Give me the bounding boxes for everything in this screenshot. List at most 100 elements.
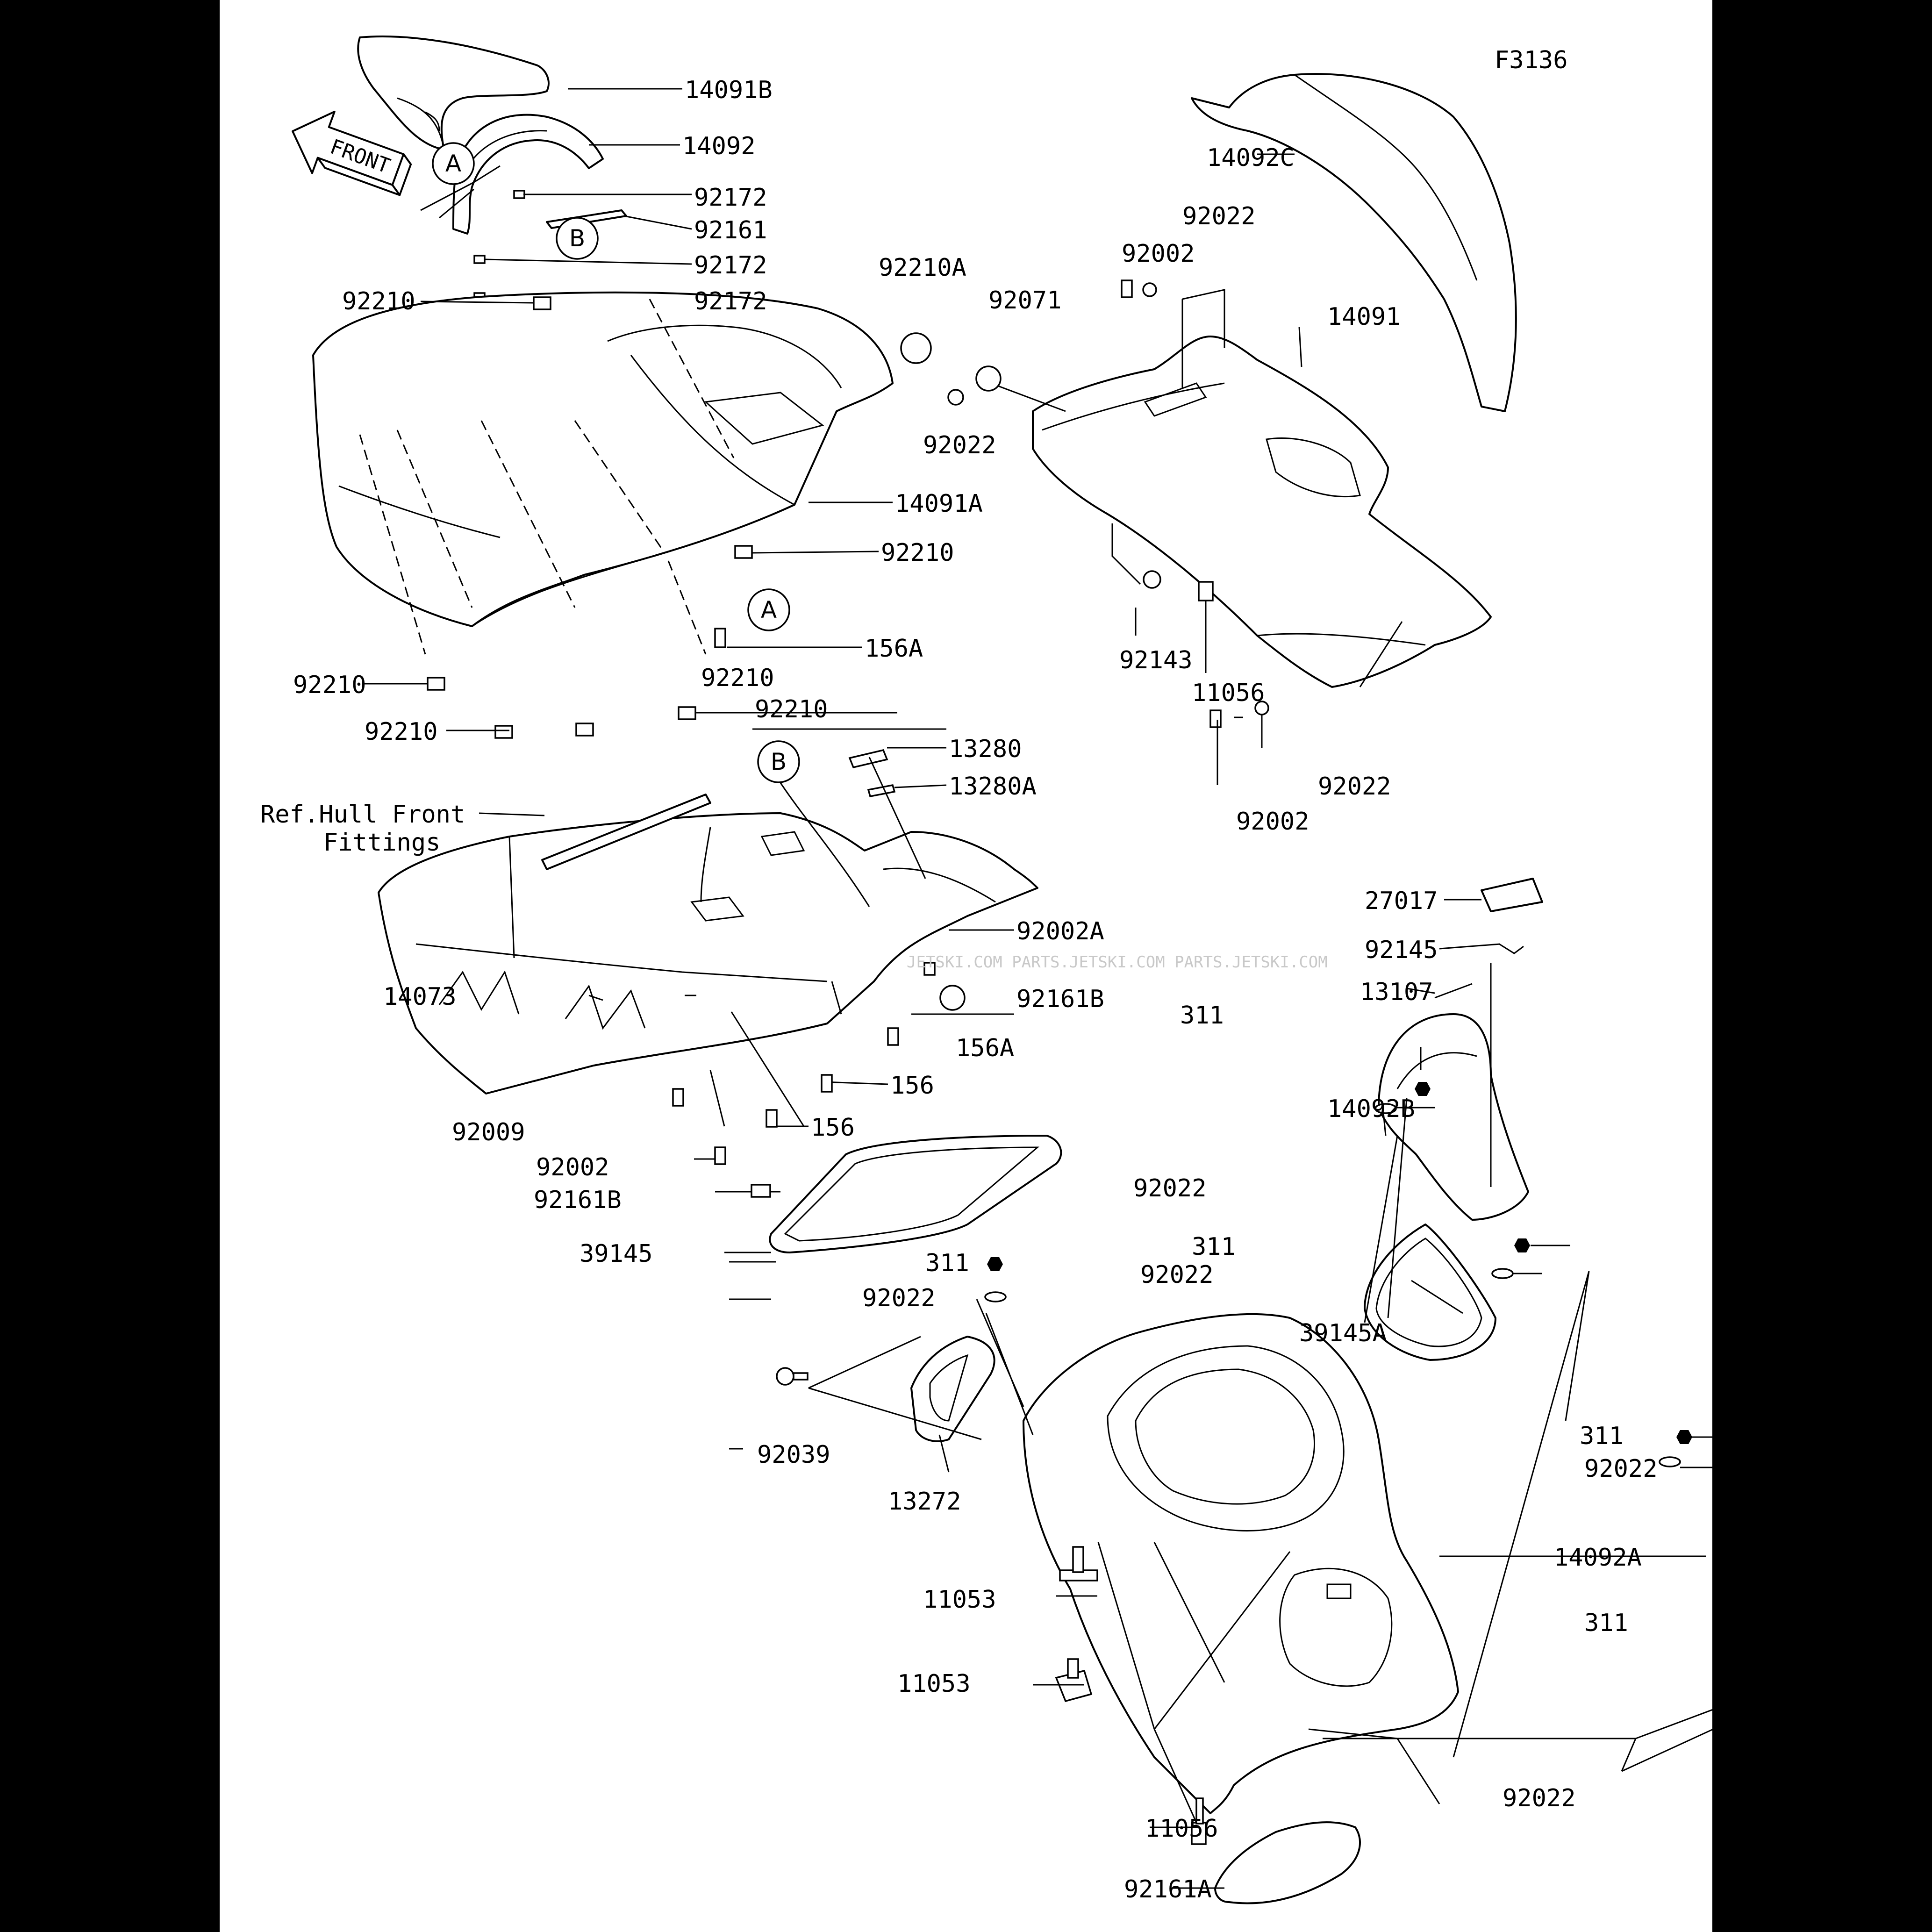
label-92022-f: 92022 xyxy=(862,1284,936,1312)
callout-a-mid: A xyxy=(747,588,790,631)
leader-lines xyxy=(484,88,692,300)
label-311-c: 311 xyxy=(925,1249,969,1277)
label-14073: 14073 xyxy=(383,983,457,1011)
label-92210-c: 92210 xyxy=(701,664,774,692)
label-92022-b: 92022 xyxy=(923,431,996,459)
label-92002-a: 92002 xyxy=(536,1153,609,1181)
leader-lines-tray xyxy=(694,747,1014,1193)
part-92210A xyxy=(900,332,932,364)
callout-b-top: B xyxy=(556,217,599,260)
part-labels: 14091B 14092 92172 92161 92172 92172 922… xyxy=(293,76,1658,1903)
label-92210-d: 92210 xyxy=(293,671,366,699)
label-311-e: 311 xyxy=(1584,1609,1628,1637)
part-14091A xyxy=(312,291,894,627)
label-92071: 92071 xyxy=(988,286,1062,315)
label-92210-b: 92210 xyxy=(881,539,954,567)
fastener-92172-set xyxy=(473,190,525,301)
svg-text:Fittings: Fittings xyxy=(323,829,440,857)
part-13272 xyxy=(910,1336,995,1442)
label-92143: 92143 xyxy=(1119,646,1193,674)
part-14073 xyxy=(378,812,1038,1095)
label-311-b: 311 xyxy=(1192,1233,1236,1261)
label-92172-b: 92172 xyxy=(694,251,767,279)
part-92039 xyxy=(776,1367,809,1386)
label-11053-b: 11053 xyxy=(897,1670,971,1698)
part-14092A xyxy=(1023,1313,1459,1814)
fasteners-tray xyxy=(672,962,966,1198)
label-39145: 39145 xyxy=(580,1240,653,1268)
label-92161A: 92161A xyxy=(1124,1875,1212,1903)
screw-156A-a xyxy=(714,628,726,648)
label-92161B-a: 92161B xyxy=(1016,985,1104,1013)
label-13280: 13280 xyxy=(949,735,1022,763)
label-13272: 13272 xyxy=(888,1488,961,1516)
part-11053-a xyxy=(1059,1546,1098,1581)
leader-14073 xyxy=(588,995,696,1001)
label-14092B: 14092B xyxy=(1327,1095,1415,1123)
svg-text:Ref.Hull Front: Ref.Hull Front xyxy=(260,801,465,829)
label-14092A: 14092A xyxy=(1554,1544,1642,1572)
front-arrow-icon: FRONT xyxy=(292,110,412,196)
watermark: JETSKI.COM PARTS.JETSKI.COM PARTS.JETSKI… xyxy=(907,953,1328,972)
label-13107: 13107 xyxy=(1360,978,1433,1006)
part-14091B xyxy=(357,36,550,150)
label-92009: 92009 xyxy=(452,1118,525,1146)
label-92145: 92145 xyxy=(1365,936,1438,964)
label-92161B-b: 92161B xyxy=(534,1186,622,1214)
label-92022-d: 92022 xyxy=(1133,1174,1207,1202)
leader-14092A-group xyxy=(1153,1271,1712,1823)
label-156-a: 156 xyxy=(890,1072,934,1100)
label-92022-a: 92022 xyxy=(1182,202,1256,230)
label-92022-h: 92022 xyxy=(1503,1784,1576,1812)
assembly-dashed-lines xyxy=(359,299,735,655)
label-92210-e: 92210 xyxy=(755,695,828,723)
label-11056-b: 11056 xyxy=(1145,1815,1218,1843)
part-14092C xyxy=(1191,73,1517,412)
parts-diagram: F3136 FRONT A B xyxy=(260,36,1712,1904)
part-39145 xyxy=(769,1135,1062,1253)
part-ref-hull-front-fitting-bar xyxy=(541,794,711,870)
svg-text:A: A xyxy=(761,596,777,623)
label-92210A: 92210A xyxy=(879,254,966,282)
label-27017: 27017 xyxy=(1365,887,1438,915)
figure-code: F3136 xyxy=(1495,46,1568,74)
label-14092C: 14092C xyxy=(1207,144,1295,172)
label-14091A: 14091A xyxy=(895,490,983,518)
svg-text:B: B xyxy=(771,748,787,775)
label-11053-a: 11053 xyxy=(923,1586,996,1614)
part-11056-b xyxy=(1191,1797,1207,1845)
label-156A-a: 156A xyxy=(865,635,923,663)
leader-right-upper xyxy=(1135,601,1263,785)
fasteners-lower-left xyxy=(984,1257,1007,1302)
svg-text:A: A xyxy=(445,150,461,177)
part-27017 xyxy=(1481,878,1543,912)
label-92210-f: 92210 xyxy=(365,718,438,746)
diagram-sheet: F3136 FRONT A B xyxy=(220,0,1712,1932)
label-92172-c: 92172 xyxy=(694,287,767,315)
label-11056-a: 11056 xyxy=(1192,679,1265,707)
label-14091: 14091 xyxy=(1327,303,1401,331)
label-156-b: 156 xyxy=(811,1114,855,1142)
label-14091B: 14091B xyxy=(685,76,773,104)
label-92210-a: 92210 xyxy=(342,287,415,315)
label-92022-e: 92022 xyxy=(1140,1261,1214,1289)
part-92145 xyxy=(1499,943,1524,954)
part-92071 xyxy=(975,365,1002,392)
part-14091 xyxy=(1032,336,1492,688)
part-11053-b xyxy=(1055,1658,1093,1703)
label-92002-b: 92002 xyxy=(1122,240,1195,268)
label-13280A: 13280A xyxy=(949,773,1037,801)
callout-b-mid: B xyxy=(757,740,800,783)
label-92002-c: 92002 xyxy=(1236,808,1309,836)
label-92002A: 92002A xyxy=(1016,917,1104,945)
part-13280 xyxy=(848,749,888,769)
svg-text:B: B xyxy=(569,225,585,252)
label-92022-g: 92022 xyxy=(1584,1455,1658,1483)
leader-lower-left xyxy=(729,1261,1034,1473)
leader-lower-right xyxy=(1033,1047,1712,1889)
part-92161A xyxy=(1214,1821,1361,1904)
fasteners-14091 xyxy=(1121,279,1269,728)
clip-92210-set xyxy=(427,296,753,739)
label-311-d: 311 xyxy=(1580,1422,1624,1450)
part-13280A xyxy=(867,784,896,798)
